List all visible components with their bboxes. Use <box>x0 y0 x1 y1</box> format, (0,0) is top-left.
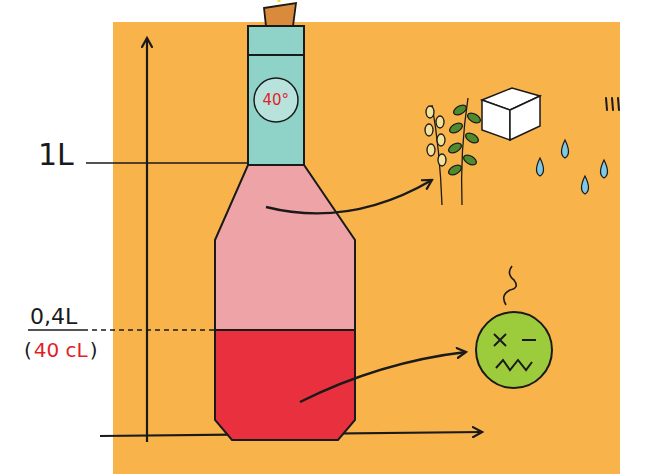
water-drops <box>537 140 608 194</box>
wheat-icon <box>425 105 446 205</box>
bottle-upper-part <box>215 165 355 330</box>
arrow <box>300 352 466 402</box>
cork <box>264 3 296 26</box>
herb-icon <box>447 98 482 205</box>
degree-label: 40° <box>263 93 290 108</box>
sick-face <box>476 312 552 388</box>
volume-label: 40 cL <box>34 340 88 360</box>
label-circle <box>254 78 298 122</box>
arrow <box>266 180 432 213</box>
volume-label: 1L <box>38 140 74 170</box>
fraction-bar <box>28 329 88 331</box>
dizzy-spiral <box>504 266 517 305</box>
level-line <box>86 162 250 164</box>
neck-collar <box>248 54 304 56</box>
sugar-cube <box>482 88 540 140</box>
bracket: ) <box>90 340 98 360</box>
level-dashed-line <box>92 329 215 330</box>
vertical-axis <box>146 38 148 442</box>
bracket: ( <box>24 340 32 360</box>
bottle-neck <box>248 26 304 165</box>
bottle-alcohol-part <box>215 330 355 440</box>
background-panel <box>113 22 620 474</box>
volume-group: (40 cL) <box>24 340 98 360</box>
volume-label: 0,4L <box>30 306 77 328</box>
more-marks <box>606 98 619 110</box>
